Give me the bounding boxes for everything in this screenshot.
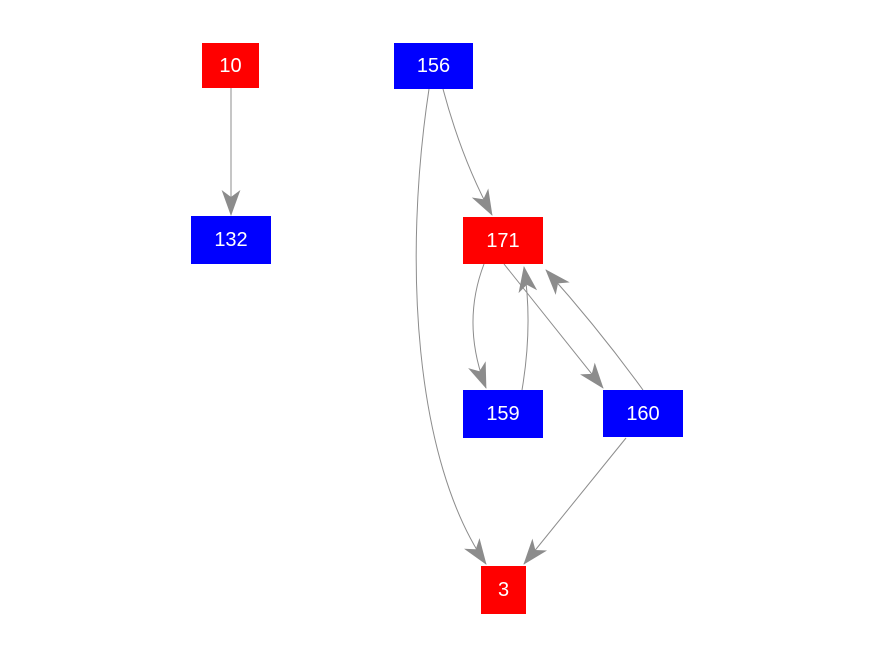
graph-node-171: 171	[463, 217, 543, 264]
graph-node-10: 10	[202, 43, 259, 88]
node-label: 132	[214, 229, 248, 251]
graph-node-3: 3	[481, 566, 526, 614]
node-label: 156	[416, 55, 451, 77]
edge-160-to-3	[523, 437, 627, 565]
edge-156-to-3	[415, 88, 487, 565]
graph-node-159: 159	[463, 390, 543, 438]
graph-node-132: 132	[191, 216, 271, 264]
node-label: 10	[219, 54, 242, 77]
node-label: 159	[486, 403, 520, 425]
node-label: 3	[497, 579, 510, 601]
edge-156-to-171	[442, 88, 493, 216]
edge-171-to-160	[503, 263, 604, 389]
edges-group	[221, 88, 644, 565]
node-label: 171	[486, 229, 520, 252]
edge-159-to-171	[518, 266, 538, 391]
graph-node-156: 156	[394, 43, 473, 89]
edge-160-to-171	[545, 269, 644, 391]
node-label: 160	[626, 402, 660, 425]
graph-node-160: 160	[603, 390, 683, 437]
edge-171-to-159	[468, 263, 487, 389]
